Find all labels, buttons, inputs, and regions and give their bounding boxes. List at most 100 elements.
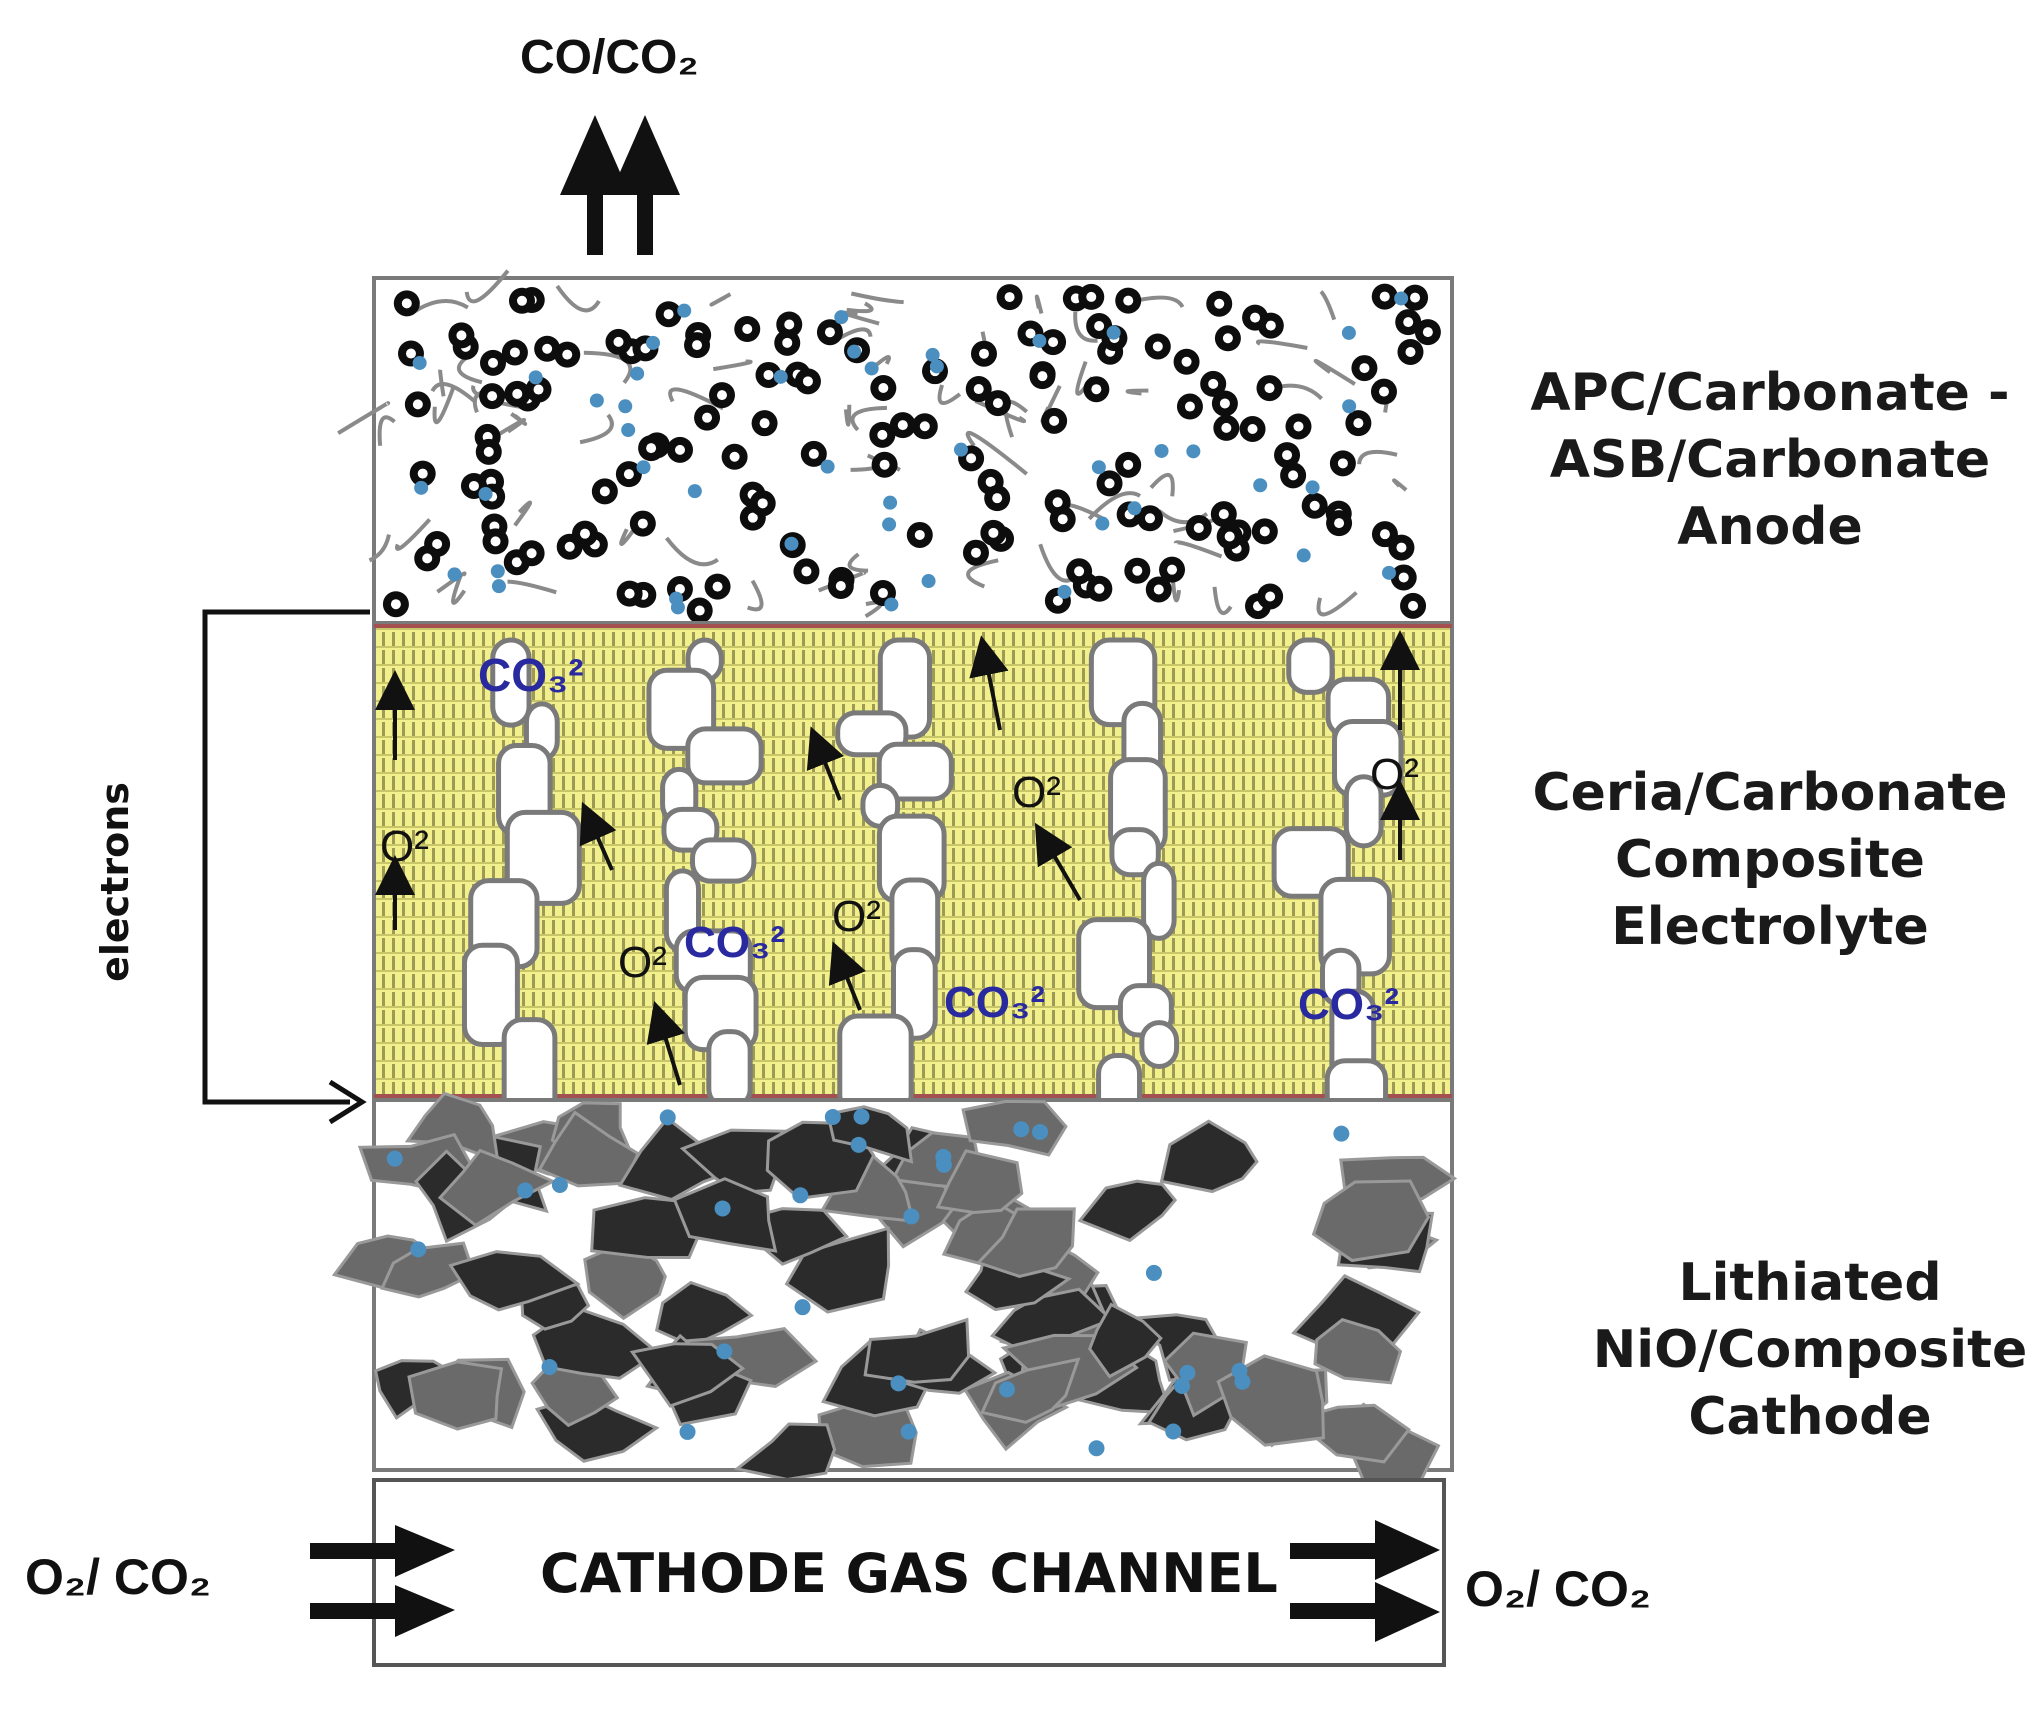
carbon-particle-core — [405, 348, 416, 359]
electrolyte-pores — [461, 637, 1404, 1155]
carbon-particle-core — [1052, 497, 1063, 508]
carbon-particle-core — [1378, 386, 1389, 397]
catalyst-particle — [551, 1176, 568, 1193]
catalyst-particle — [1013, 1121, 1030, 1138]
carbon-particle-core — [509, 347, 520, 358]
catalyst-particle — [935, 1156, 952, 1173]
carbon-particle-core — [1004, 292, 1015, 303]
carbon-particle-core — [623, 469, 634, 480]
catalyst-particle — [1154, 443, 1169, 458]
nio-particle — [407, 1360, 504, 1431]
carbon-particle-core — [516, 295, 527, 306]
catalyst-particle — [1173, 1377, 1190, 1394]
carbon-particle-core — [824, 327, 835, 338]
carbon-particle-core — [835, 581, 846, 592]
electrolyte-pore — [1109, 827, 1161, 878]
carbon-particle-core — [511, 557, 522, 568]
anode-network-strand — [746, 579, 764, 612]
carbon-particle-core — [637, 518, 648, 529]
anode-network-strand — [1357, 449, 1398, 465]
anode-network-strand — [1313, 358, 1356, 386]
carbon-particle-core — [1184, 401, 1195, 412]
carbon-particle-core — [692, 340, 703, 351]
catalyst-particle — [999, 1381, 1016, 1398]
anode-network-strand — [838, 327, 873, 340]
carbon-particle-core — [1398, 572, 1409, 583]
carbon-particle-core — [1259, 526, 1270, 537]
carbon-particle-core — [1422, 327, 1433, 338]
carbon-particle-core — [483, 446, 494, 457]
catalyst-particle — [834, 310, 849, 325]
oxide-ion-label: O² — [618, 938, 667, 987]
electrolyte-label-line: Electrolyte — [1611, 897, 1929, 957]
carbon-particle-core — [1405, 346, 1416, 357]
electrolyte-pore — [1286, 637, 1335, 695]
carbon-particle-core — [919, 421, 930, 432]
carbon-particle-core — [401, 298, 412, 309]
cathode-label-line: Lithiated — [1678, 1253, 1942, 1313]
carbon-particle-core — [1123, 295, 1134, 306]
catalyst-particle — [412, 355, 427, 370]
inlet-arrows — [310, 1525, 455, 1637]
anode-network-strand — [843, 404, 852, 427]
carbon-particle-core — [1104, 478, 1115, 489]
carbon-particle-core — [784, 319, 795, 330]
catalyst-particle — [1341, 325, 1356, 340]
nio-particle — [448, 1250, 581, 1312]
nio-particle — [1311, 1179, 1431, 1263]
electrolyte-layer — [372, 621, 1454, 1155]
carbon-particle-core — [992, 398, 1003, 409]
anode-network-strand — [1316, 591, 1358, 617]
catalyst-particle — [636, 460, 651, 475]
carbon-particle-core — [757, 498, 768, 509]
nio-particle — [1077, 1179, 1178, 1243]
carbon-particle-core — [1293, 421, 1304, 432]
cathode-label-line: NiO/Composite — [1592, 1320, 2028, 1380]
catalyst-particle — [1381, 565, 1396, 580]
anode-network-strand — [579, 413, 614, 445]
electron-circuit — [202, 609, 370, 1125]
catalyst-particle — [953, 442, 968, 457]
carbon-particle-core — [1193, 522, 1204, 533]
anode-network-strand — [668, 387, 725, 411]
catalyst-particle — [1088, 1440, 1105, 1457]
carbon-particle-core — [988, 527, 999, 538]
carbon-particle-core — [613, 336, 624, 347]
cathode-gas-channel — [372, 1478, 1446, 1667]
carbon-particle-core — [1144, 513, 1155, 524]
carbon-particle-core — [488, 357, 499, 368]
carbon-particle-core — [763, 369, 774, 380]
carbon-particle-core — [712, 581, 723, 592]
carbon-particle-core — [1048, 337, 1059, 348]
carbon-particle-core — [432, 539, 443, 550]
catalyst-particle — [903, 1208, 920, 1225]
catalyst-particle — [820, 459, 835, 474]
anode-network-strand — [1034, 294, 1044, 314]
carbonate-ion-label: CO₃² — [944, 978, 1045, 1027]
carbon-particle-core — [1264, 383, 1275, 394]
ion-migration-arrow — [579, 801, 617, 871]
carbon-particle-core — [1152, 341, 1163, 352]
anode-network-strand — [1319, 290, 1337, 321]
carbon-particle-core — [742, 324, 753, 335]
anode-network-strand — [394, 518, 432, 551]
catalyst-particle — [925, 347, 940, 362]
carbon-particle-core — [646, 443, 657, 454]
carbon-particle-core — [802, 376, 813, 387]
ion-migration-arrow — [1034, 822, 1082, 902]
carbon-particle-core — [877, 588, 888, 599]
nio-particle — [935, 1149, 1024, 1215]
anode-network-strand — [847, 552, 869, 573]
carbonate-ion-label: CO₃² — [684, 918, 785, 967]
anode-network-strand — [368, 534, 391, 563]
anode-network-strand — [1125, 388, 1149, 396]
nio-particle — [1159, 1119, 1259, 1194]
ion-arrows — [375, 630, 1420, 1086]
carbon-particle-core — [512, 388, 523, 399]
anode-layer — [337, 269, 1454, 625]
carbon-particle-core — [914, 529, 925, 540]
catalyst-particle — [541, 1359, 558, 1376]
carbon-particle-core — [973, 384, 984, 395]
catalyst-particle — [853, 1108, 870, 1125]
